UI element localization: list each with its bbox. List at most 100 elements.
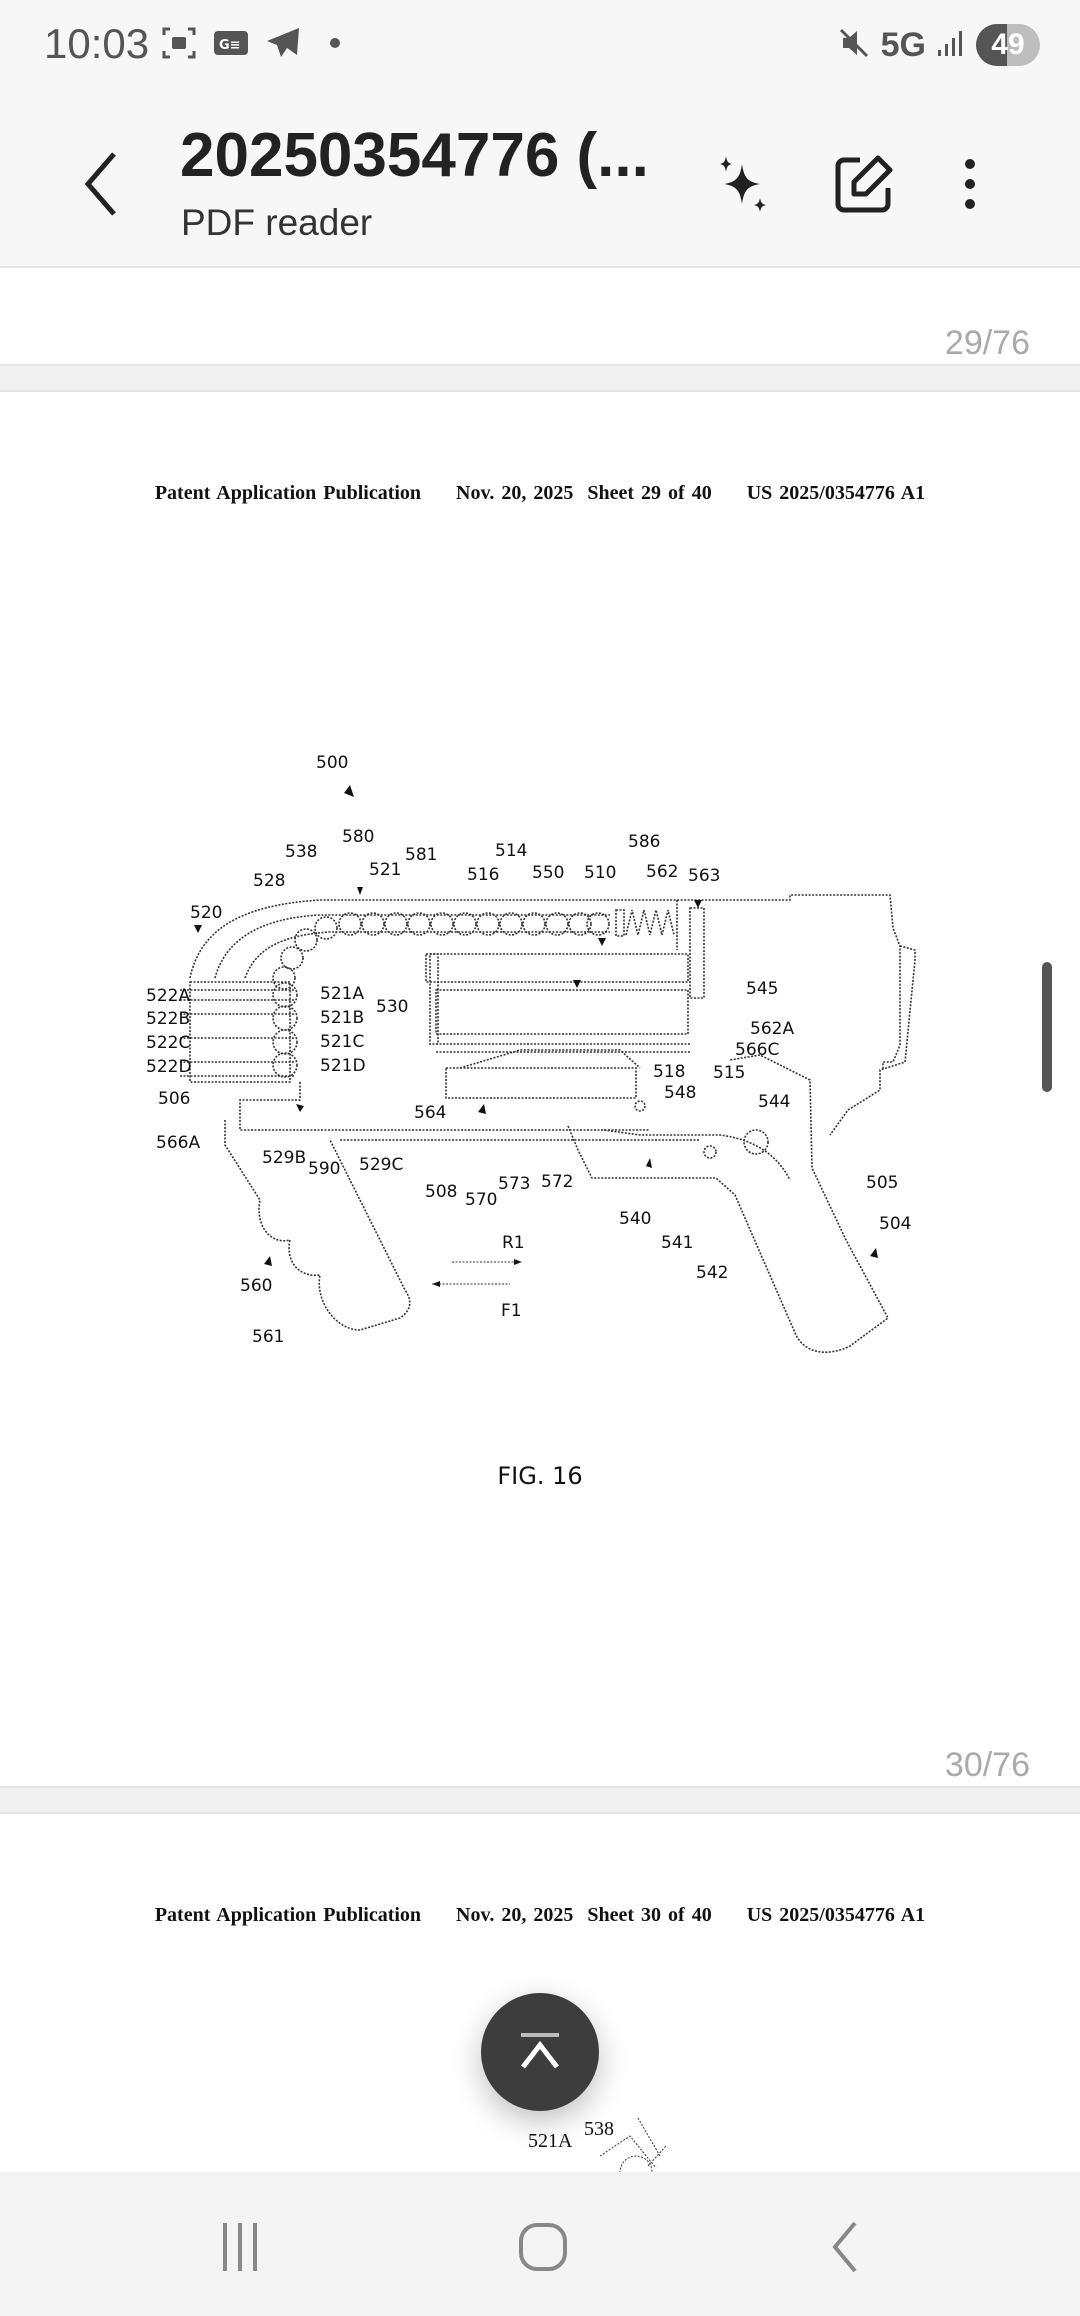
arrow-560 xyxy=(264,1256,272,1266)
battery-icon: 49 xyxy=(976,24,1040,66)
fig-label-542: 542 xyxy=(696,1263,728,1283)
fig-label-580: 580 xyxy=(342,827,374,847)
arrow-563 xyxy=(694,900,702,908)
gboard-icon: G≡ xyxy=(212,24,250,62)
home-icon xyxy=(519,2223,567,2271)
partial-drawing xyxy=(599,2117,667,2172)
fig-label-F1: F1 xyxy=(501,1301,522,1321)
fig-label-545: 545 xyxy=(746,979,778,999)
arrow-R1 xyxy=(514,1259,522,1265)
fig-label-548: 548 xyxy=(664,1083,696,1103)
fig-label-504: 504 xyxy=(879,1214,911,1234)
fig-label-510: 510 xyxy=(584,863,616,883)
fig-label-541: 541 xyxy=(661,1233,693,1253)
fig-label-521A: 521A xyxy=(528,2130,573,2152)
fig-label-529B: 529B xyxy=(262,1148,306,1168)
fig-label-516: 516 xyxy=(467,865,499,885)
fig-label-570: 570 xyxy=(465,1190,497,1210)
document-title: 20250354776 (... xyxy=(180,121,649,190)
more-vertical-icon xyxy=(965,159,975,209)
mute-icon xyxy=(837,26,871,65)
notification-icons: G≡ xyxy=(160,24,354,62)
chevron-left-icon xyxy=(84,152,116,216)
fig-label-530: 530 xyxy=(376,997,408,1017)
fig-label-586: 586 xyxy=(628,832,660,852)
page-indicator: 29/76 xyxy=(944,324,1030,362)
fig-label-506: 506 xyxy=(158,1089,190,1109)
fig-label-538: 538 xyxy=(584,2118,614,2140)
arrow-504 xyxy=(870,1248,878,1258)
fig-label-528: 528 xyxy=(253,871,285,891)
scroll-to-top-button[interactable] xyxy=(481,1993,599,2111)
battery-level: 49 xyxy=(991,28,1025,61)
arrow-520 xyxy=(194,925,202,933)
battery-fill xyxy=(976,24,1008,66)
fig-label-573: 573 xyxy=(498,1174,530,1194)
arrow-540 xyxy=(646,1158,652,1168)
status-bar: 10:03 G≡ 5G 49 xyxy=(0,0,1080,96)
fig-label-540: 540 xyxy=(619,1209,651,1229)
network-type: 5G xyxy=(880,25,926,64)
body-outline xyxy=(189,894,901,1070)
fig-label-505: 505 xyxy=(866,1173,898,1193)
scroll-top-icon xyxy=(521,2033,559,2069)
fig-label-544: 544 xyxy=(758,1092,790,1112)
signal-icon xyxy=(936,28,966,63)
home-button[interactable] xyxy=(508,2212,578,2282)
arrow-510 xyxy=(598,938,606,946)
nav-back-button[interactable] xyxy=(810,2212,880,2282)
ai-assist-button[interactable] xyxy=(712,152,776,216)
fig-label-566A: 566A xyxy=(156,1133,200,1153)
fig-label-521B: 521B xyxy=(320,1008,364,1028)
publication-header: Patent Application Publication Nov. 20, … xyxy=(154,1904,926,1926)
publication-header: Patent Application Publication Nov. 20, … xyxy=(154,482,926,504)
fig-label-572: 572 xyxy=(541,1172,573,1192)
telegram-icon xyxy=(264,24,302,62)
fig-label-521C: 521C xyxy=(320,1032,364,1052)
fig-label-566C: 566C xyxy=(735,1040,779,1060)
fig-label-522D: 522D xyxy=(146,1057,192,1077)
scrollbar-thumb[interactable] xyxy=(1042,962,1052,1092)
fig-label-581: 581 xyxy=(405,845,437,865)
fig-label-521D: 521D xyxy=(320,1056,366,1076)
edit-icon xyxy=(835,155,893,213)
arrow-580 xyxy=(357,887,363,895)
edit-button[interactable] xyxy=(832,152,896,216)
recent-apps-button[interactable] xyxy=(205,2212,275,2282)
figure-caption: FIG. 16 xyxy=(497,1462,583,1490)
fig-label-521: 521 xyxy=(369,860,401,880)
app-bar: 20250354776 (... PDF reader xyxy=(0,96,1080,268)
fig-label-529C: 529C xyxy=(359,1155,403,1175)
back-button[interactable] xyxy=(70,144,140,224)
fig-label-518: 518 xyxy=(653,1062,685,1082)
arrow-564 xyxy=(478,1104,486,1114)
fig-label-522C: 522C xyxy=(146,1033,190,1053)
page-separator xyxy=(0,1786,1080,1814)
svg-text:G≡: G≡ xyxy=(219,38,241,53)
fig-label-R1: R1 xyxy=(502,1233,525,1253)
back-icon xyxy=(832,2221,857,2273)
fig-label-561: 561 xyxy=(252,1327,284,1347)
fig-label-563: 563 xyxy=(688,866,720,886)
fig-label-522A: 522A xyxy=(146,986,190,1006)
fig-label-590: 590 xyxy=(308,1159,340,1179)
next-figure-partial: 521A 538 xyxy=(0,2100,1080,2172)
fig-label-515: 515 xyxy=(713,1063,745,1083)
app-subtitle: PDF reader xyxy=(181,202,373,243)
fig-label-562: 562 xyxy=(646,862,678,882)
fig-label-508: 508 xyxy=(425,1182,457,1202)
notification-dot-icon xyxy=(316,24,354,62)
status-time: 10:03 xyxy=(44,20,150,67)
fig-label-514: 514 xyxy=(495,841,527,861)
patent-figure-drawing: 500 580 538 581 521 528 514 516 550 510 … xyxy=(146,753,916,1353)
navigation-bar xyxy=(0,2172,1080,2316)
fig-label-500: 500 xyxy=(316,753,348,773)
page-indicator: 30/76 xyxy=(944,1746,1030,1784)
more-options-button[interactable] xyxy=(950,152,990,216)
fig-label-520: 520 xyxy=(190,903,222,923)
fig-label-521A: 521A xyxy=(320,984,364,1004)
page-separator xyxy=(0,364,1080,392)
fig-label-562A: 562A xyxy=(750,1019,794,1039)
magazine-balls xyxy=(272,912,610,990)
fig-label-522B: 522B xyxy=(146,1009,190,1029)
